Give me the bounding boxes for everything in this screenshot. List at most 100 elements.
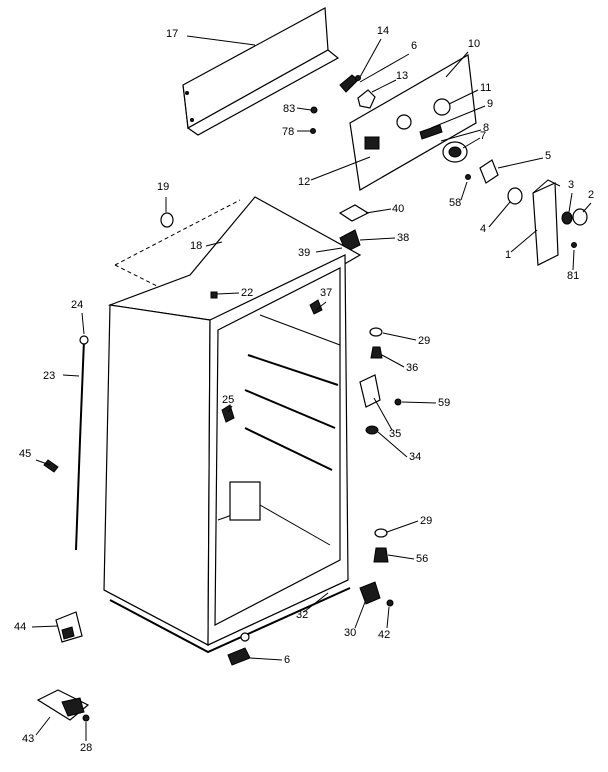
callout-45: 45: [19, 448, 31, 460]
part-56-switch: [373, 547, 389, 563]
callout-2: 2: [588, 189, 594, 201]
part-6-bottom-clip: [227, 647, 251, 666]
callout-56: 56: [416, 553, 428, 565]
callout-29: 29: [418, 335, 430, 347]
callout-30: 30: [344, 627, 356, 639]
leader-line-39: [315, 247, 343, 253]
leader-line-32: [303, 592, 329, 613]
part-17-channel: [182, 7, 340, 136]
part-35-bracket: [359, 374, 381, 408]
callout-18: 18: [190, 240, 202, 252]
leader-line-56: [387, 554, 415, 560]
leader-line-12: [310, 156, 371, 181]
part-23-tube: [75, 335, 89, 551]
part-36-switch: [370, 346, 383, 359]
callout-8: 8: [483, 122, 489, 134]
leader-line-43: [35, 716, 51, 736]
leader-line-4: [488, 201, 511, 228]
callout-37: 37: [320, 287, 332, 299]
leader-line-29: [386, 520, 419, 533]
part-29-grommet-lower: [374, 528, 388, 538]
callout-9: 9: [487, 98, 493, 110]
leader-line-45: [35, 459, 51, 466]
leader-line-7: [462, 137, 481, 149]
leader-line-24: [81, 312, 85, 335]
part-22-clip: [210, 291, 218, 299]
leader-line-18: [205, 241, 223, 247]
callout-14: 14: [377, 25, 389, 37]
leader-line-25: [227, 405, 233, 413]
callout-43: 43: [22, 733, 34, 745]
callout-40: 40: [392, 203, 404, 215]
part-83-and-78-screws: [310, 106, 318, 134]
part-13-bracket: [357, 89, 376, 109]
callout-3: 3: [568, 179, 574, 191]
part-43-hinge-bottom: [36, 689, 90, 721]
callout-25: 25: [222, 394, 234, 406]
part-4-knob: [507, 187, 523, 205]
callout-6: 6: [411, 40, 417, 52]
callout-11: 11: [480, 82, 491, 94]
callout-6: 6: [284, 654, 290, 666]
callout-58: 58: [449, 197, 461, 209]
callout-22: 22: [241, 287, 253, 299]
callout-34: 34: [409, 451, 421, 463]
leader-line-38: [359, 237, 396, 241]
leader-line-2: [582, 202, 592, 213]
callout-10: 10: [468, 38, 480, 50]
leader-line-3: [568, 192, 573, 213]
part-10-control-panel: [349, 54, 477, 191]
part-58-screw: [465, 174, 471, 180]
callout-35: 35: [389, 428, 401, 440]
part-7-thermostat: [442, 141, 468, 163]
leader-line-83: [296, 107, 312, 111]
leader-line-37: [315, 301, 327, 311]
part-34-washer: [365, 425, 379, 435]
leader-line-42: [386, 606, 390, 629]
callout-23: 23: [43, 370, 55, 382]
part-42-screw: [386, 599, 394, 607]
callout-28: 28: [80, 742, 92, 754]
part-5-bracket: [479, 159, 499, 184]
leader-line-59: [401, 401, 437, 404]
callout-17: 17: [166, 28, 178, 40]
part-29-grommet-upper: [369, 327, 383, 337]
callout-5: 5: [545, 150, 551, 162]
leader-line-44: [31, 625, 59, 628]
leader-line-5: [497, 157, 544, 169]
callout-1: 1: [505, 249, 511, 261]
leader-line-36: [381, 354, 405, 368]
leader-lines: [31, 35, 592, 741]
part-45-screw: [43, 459, 59, 473]
part-28-screw: [82, 714, 90, 722]
part-1-trim: [532, 179, 561, 266]
leader-line-22: [216, 292, 240, 295]
part-25-bracket: [221, 404, 235, 423]
leader-line-34: [377, 431, 408, 458]
callout-12: 12: [298, 176, 310, 188]
part-37-light-socket: [309, 299, 323, 315]
callout-32: 32: [296, 609, 308, 621]
leader-line-40: [365, 208, 392, 214]
leader-line-30: [354, 601, 366, 629]
leader-line-6: [249, 657, 283, 661]
leader-line-8: [440, 129, 482, 142]
callout-81: 81: [567, 270, 579, 282]
leader-line-35: [373, 397, 393, 431]
part-32-washer: [240, 632, 250, 642]
callout-4: 4: [480, 223, 486, 235]
callout-78: 78: [282, 126, 294, 138]
part-81-screw: [571, 242, 577, 248]
part-19-plug: [160, 212, 174, 228]
callout-36: 36: [406, 362, 418, 374]
callout-42: 42: [378, 629, 390, 641]
part-30-leveler: [359, 581, 381, 605]
leader-line-17: [186, 35, 256, 46]
callout-39: 39: [298, 247, 310, 259]
callout-7: 7: [480, 130, 486, 142]
cabinet: [103, 196, 362, 654]
leader-line-11: [448, 89, 479, 105]
callout-59: 59: [438, 397, 450, 409]
